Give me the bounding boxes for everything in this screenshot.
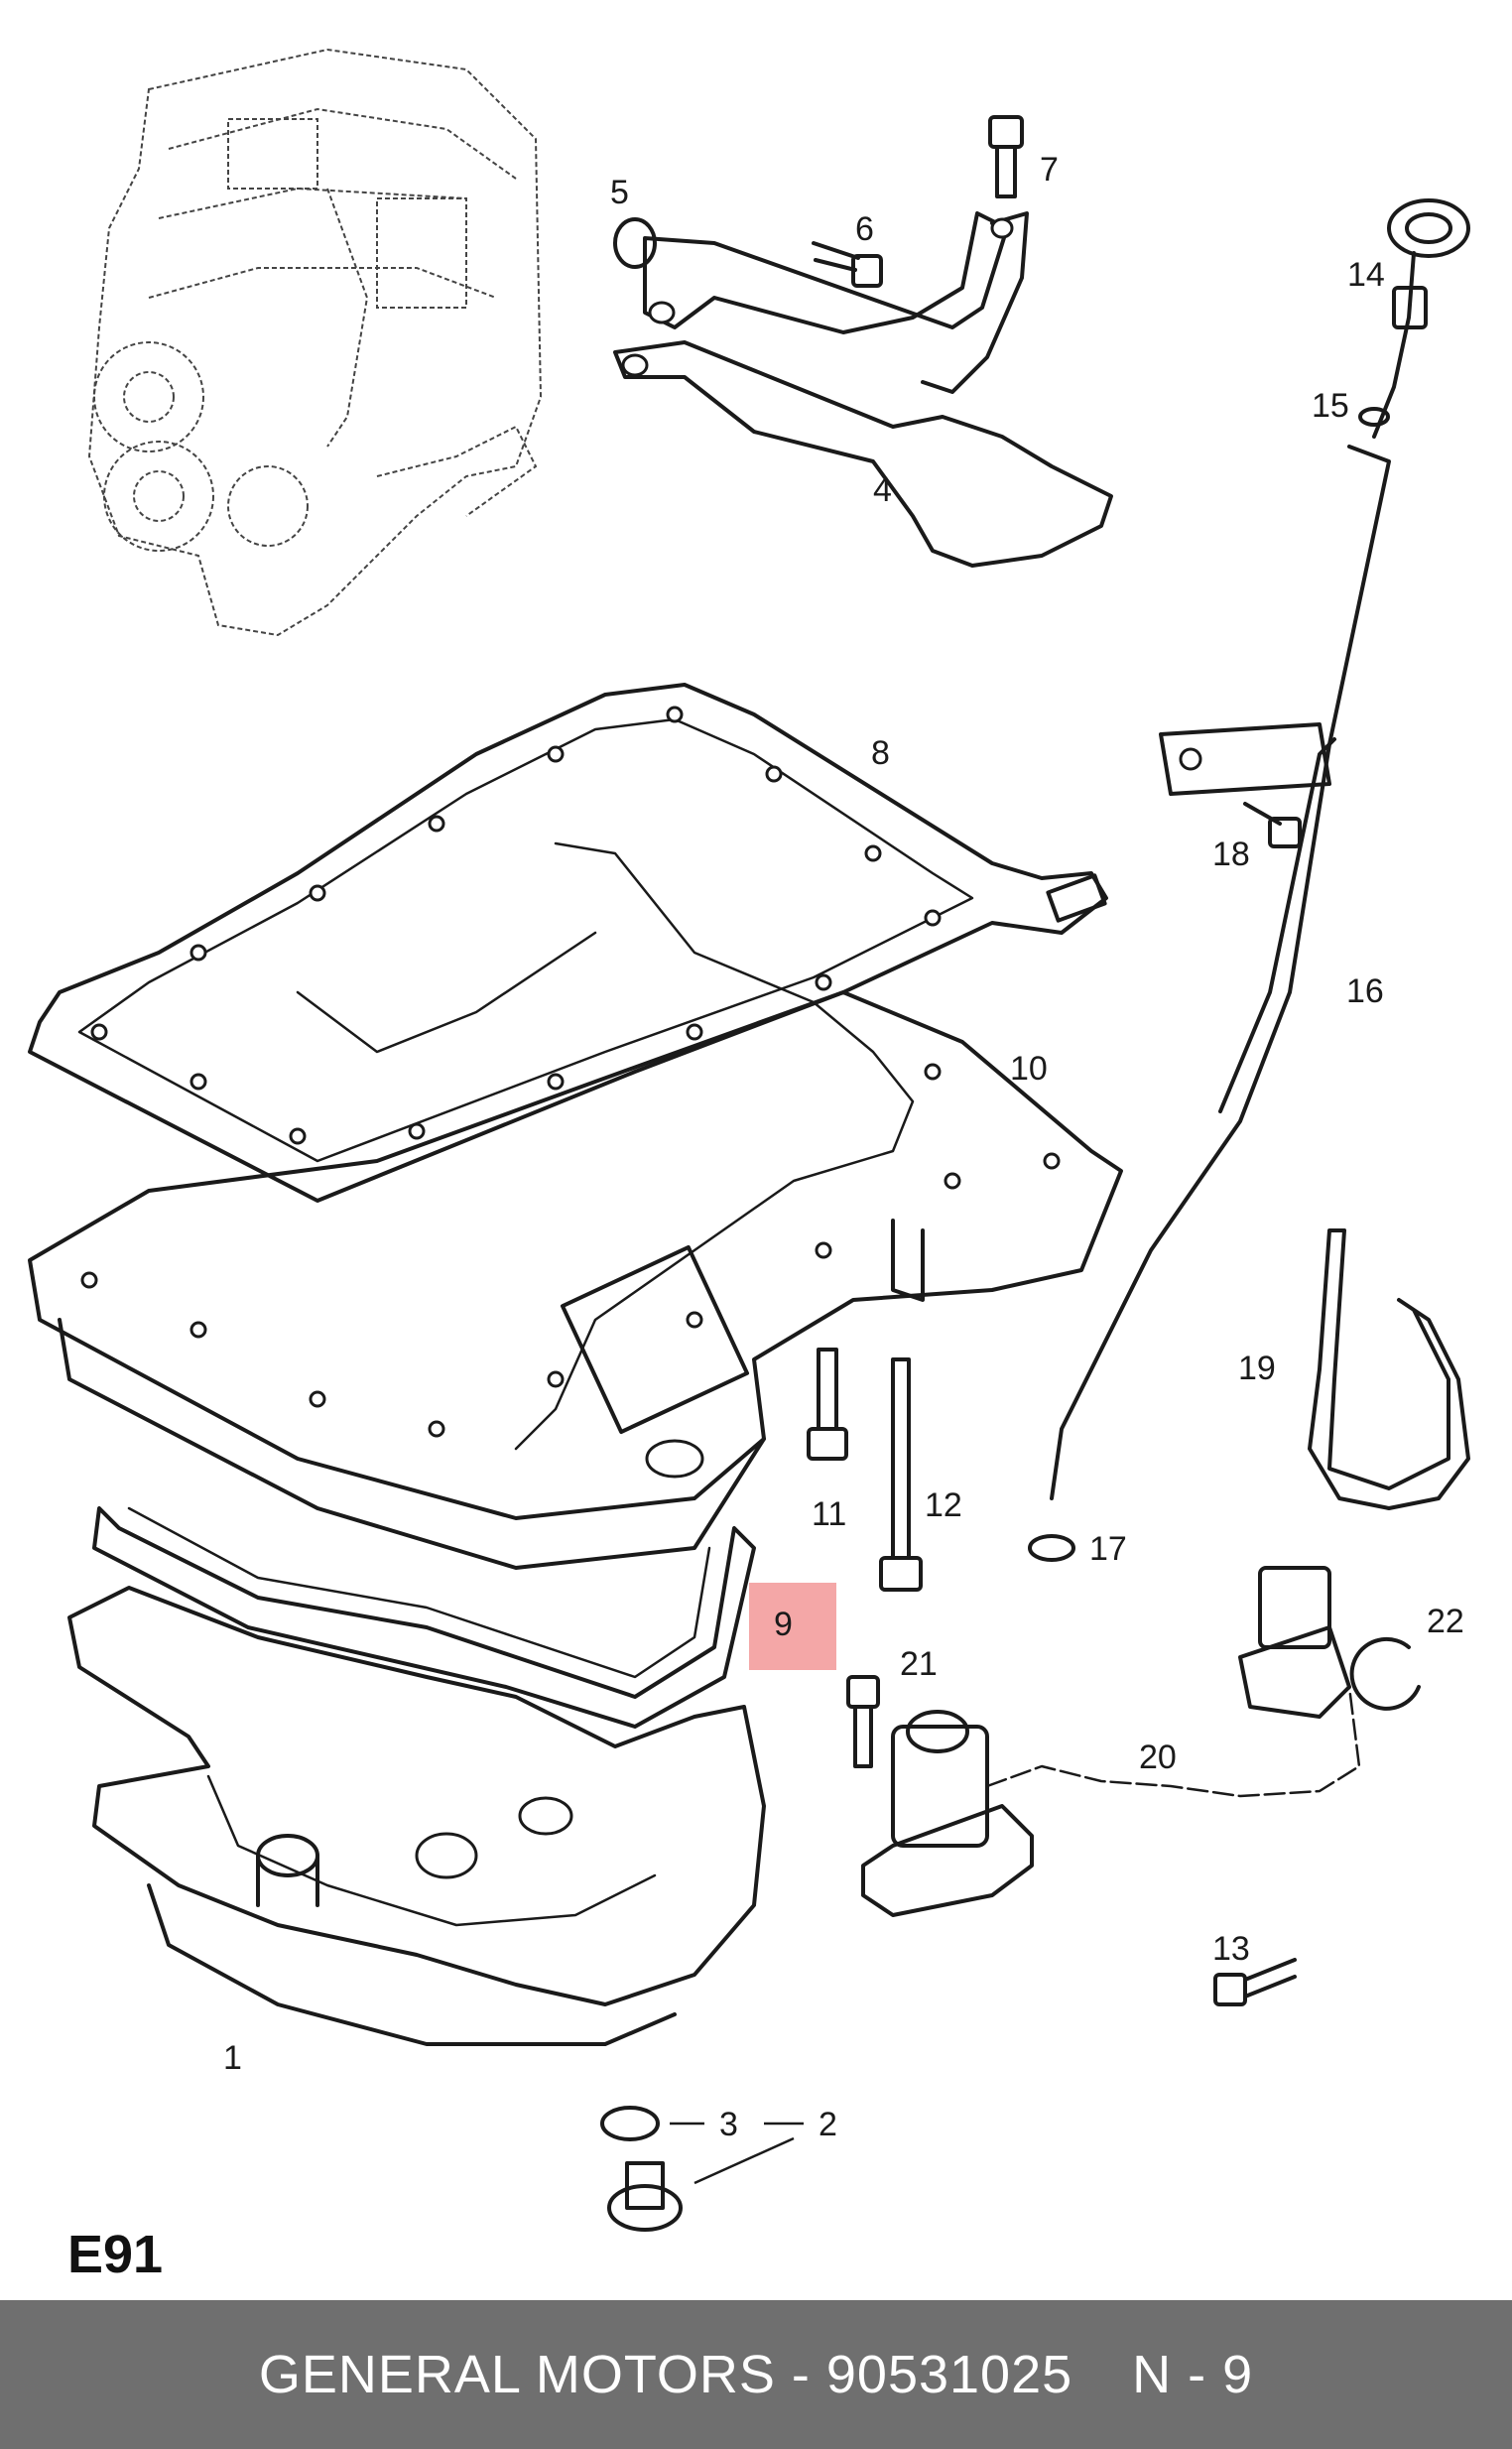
bolt-7 [988,115,1024,198]
footer-position: N - 9 [1132,2345,1254,2404]
label-8: 8 [871,734,890,772]
leader-lines [670,2122,804,2185]
upper-oil-pan [28,841,1123,1570]
bolt-6 [812,241,883,288]
label-22: 22 [1427,1603,1464,1640]
drain-washer [600,2106,660,2141]
tube-seal [1028,1534,1075,1562]
diagram-code: E91 [67,2225,163,2284]
bolt-12 [879,1357,923,1592]
parts-diagram: 1 2 3 4 5 6 7 8 9 10 11 12 13 14 15 16 1… [28,48,1470,2284]
dipstick-guide-tube [1050,445,1391,1500]
label-13: 13 [1212,1930,1250,1968]
upper-gasket [28,683,1108,1203]
label-20: 20 [1139,1739,1177,1776]
bolt-11 [807,1348,848,1461]
label-2: 2 [819,2106,837,2143]
bolt-21 [846,1675,880,1768]
seal-ring [613,217,657,269]
label-6: 6 [855,210,874,248]
drain-plug [607,2161,683,2232]
lower-oil-pan [67,1586,766,2046]
part-labels: 1 2 3 4 5 6 7 8 9 10 11 12 13 14 15 16 1… [223,151,1464,2143]
label-21: 21 [900,1645,938,1683]
engine-illustration [87,48,543,637]
label-11: 11 [812,1495,846,1533]
sensor-connector [1238,1566,1421,1719]
label-4: 4 [873,471,892,509]
label-10: 10 [1010,1050,1048,1088]
cable-tie [1308,1228,1470,1510]
label-17: 17 [1089,1530,1127,1568]
footer-part-number: GENERAL MOTORS - 90531025 [258,2345,1073,2404]
gasket-bolt-holes [90,706,942,1145]
oil-level-sensor [861,1685,1361,1917]
pan-bolt-holes [80,1063,1061,1438]
label-12: 12 [925,1486,962,1524]
dipstick-seal [1358,407,1390,427]
label-5: 5 [610,174,629,211]
oil-pickup-tube [613,211,1113,568]
label-15: 15 [1312,387,1349,425]
highlight-box [749,1583,836,1670]
label-9: 9 [774,1606,793,1643]
footer-bar: GENERAL MOTORS - 90531025 N - 9 [0,2300,1512,2449]
label-16: 16 [1346,972,1384,1010]
label-3: 3 [719,2106,738,2143]
label-1: 1 [223,2039,242,2077]
dipstick [1372,198,1470,439]
bolt-18 [1243,802,1302,848]
bolt-13 [1213,1958,1297,2006]
label-14: 14 [1347,256,1385,294]
lower-gasket [92,1506,756,1729]
label-7: 7 [1040,151,1059,189]
label-19: 19 [1238,1350,1276,1387]
label-18: 18 [1212,836,1250,873]
